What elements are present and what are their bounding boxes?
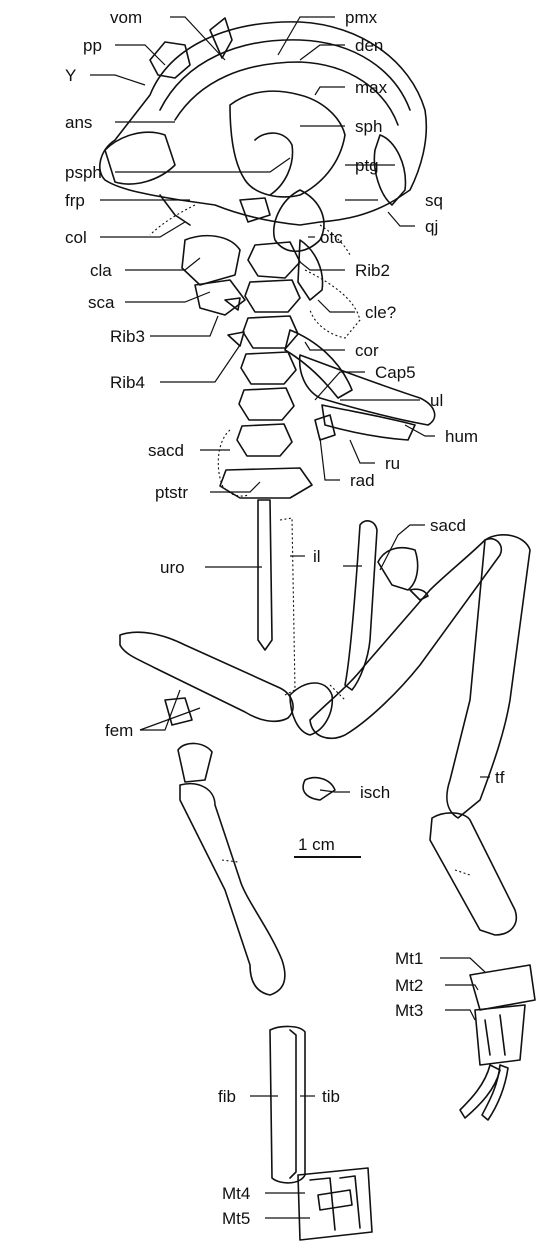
left-lower-leg (270, 1026, 305, 1182)
left-hindlimb (120, 632, 293, 995)
label-mt2: Mt2 (395, 976, 423, 995)
label-fib: fib (218, 1087, 236, 1106)
right-foot (460, 965, 535, 1120)
label-fem: fem (105, 721, 133, 740)
label-ptg: ptg (355, 156, 379, 175)
label-pp: pp (83, 36, 102, 55)
label-cla: cla (90, 261, 112, 280)
label-vom: vom (110, 8, 142, 27)
label-rib4: Rib4 (110, 373, 145, 392)
label-sph: sph (355, 117, 382, 136)
label-den: den (355, 36, 383, 55)
label-ru: ru (385, 454, 400, 473)
label-sacd-left: sacd (148, 441, 184, 460)
pectoral-region (182, 236, 435, 440)
label-rib2: Rib2 (355, 261, 390, 280)
label-rad: rad (350, 471, 375, 490)
label-mt3: Mt3 (395, 1001, 423, 1020)
label-col: col (65, 228, 87, 247)
label-psph: psph (65, 163, 102, 182)
label-isch: isch (360, 783, 390, 802)
label-mt5: Mt5 (222, 1209, 250, 1228)
scale-bar: 1 cm (294, 835, 361, 857)
label-mt4: Mt4 (222, 1184, 250, 1203)
label-tf: tf (495, 768, 505, 787)
label-cle: cle? (365, 303, 396, 322)
label-otc: otc (320, 228, 343, 247)
label-il: il (313, 547, 321, 566)
label-frp: frp (65, 191, 85, 210)
label-uro: uro (160, 558, 185, 577)
label-sacd-right: sacd (430, 516, 466, 535)
label-ans: ans (65, 113, 92, 132)
label-sq: sq (425, 191, 443, 210)
right-lower-leg (430, 813, 516, 935)
label-sca: sca (88, 293, 115, 312)
label-y: Y (65, 66, 76, 85)
pelvis (258, 500, 428, 800)
label-mt1: Mt1 (395, 949, 423, 968)
label-ptstr: ptstr (155, 483, 188, 502)
label-cap5: Cap5 (375, 363, 416, 382)
label-cor: cor (355, 341, 379, 360)
label-tib: tib (322, 1087, 340, 1106)
label-pmx: pmx (345, 8, 378, 27)
scale-bar-label: 1 cm (298, 835, 335, 854)
label-hum: hum (445, 427, 478, 446)
left-foot (298, 1168, 372, 1240)
label-rib3: Rib3 (110, 327, 145, 346)
label-ul: ul (430, 391, 443, 410)
label-max: max (355, 78, 388, 97)
label-qj: qj (425, 217, 438, 236)
